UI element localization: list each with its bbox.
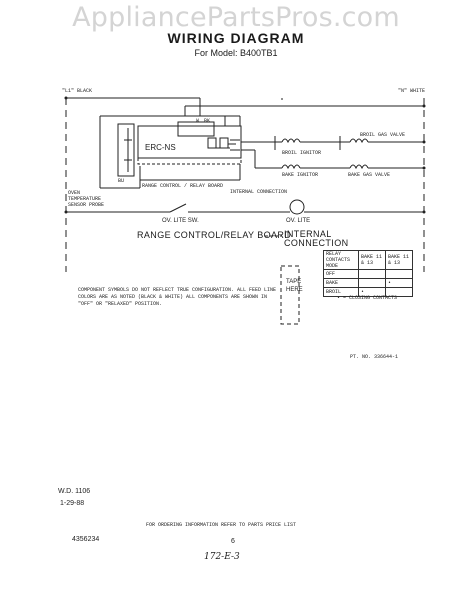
bake-ignitor-label: BAKE IGNITOR	[282, 172, 319, 178]
internal-connection-label: INTERNAL CONNECTION	[284, 229, 349, 248]
table-cell: •	[385, 278, 413, 288]
tape-here-label: TAPE HERE	[286, 279, 303, 293]
table-row: BROIL •	[323, 287, 413, 297]
bu-label: BU	[118, 178, 125, 184]
l1-label: "L1" BLACK	[62, 88, 93, 94]
ov-lite-label: OV. LITE	[286, 218, 311, 224]
tape-here-box	[280, 265, 300, 325]
table-cell	[358, 278, 386, 288]
wd-label: W.D. 1106	[58, 488, 91, 495]
table-header-row: RELAY CONTACTS MODE BAKE 11 & 13 BAKE 11…	[323, 250, 413, 270]
broil-gas-valve-label: BROIL GAS VALVE	[360, 132, 406, 138]
date-label: 1-29-88	[60, 500, 85, 507]
handwritten-code: 172-E-3	[204, 552, 240, 562]
table-cell	[385, 269, 413, 279]
broil-ignitor-coil	[281, 138, 301, 144]
ov-lite-bulb	[289, 199, 305, 215]
ercns-box	[137, 125, 242, 159]
document-number: 4356234	[72, 536, 100, 543]
ordering-info: FOR ORDERING INFORMATION REFER TO PARTS …	[146, 522, 297, 528]
part-number: PT. NO. 336644-1	[350, 354, 399, 360]
ercns-label: ERC-NS	[145, 143, 176, 152]
broil-gas-valve-coil	[349, 138, 369, 144]
table-row: OFF	[323, 269, 413, 279]
ov-lite-sw-label: OV. LITE SW.	[162, 218, 199, 224]
relay-contacts-table: RELAY CONTACTS MODE BAKE 11 & 13 BAKE 11…	[323, 250, 413, 297]
table-header-cell: BAKE 11 & 13	[358, 250, 386, 270]
bake-ignitor-coil	[281, 164, 301, 170]
table-cell	[385, 287, 413, 297]
page-title: WIRING DIAGRAM	[167, 30, 305, 46]
bake-gas-valve-label: BAKE GAS VALVE	[348, 172, 391, 178]
broil-ignitor-label: BROIL IGNITOR	[282, 150, 322, 156]
internal-small-label: INTERNAL CONNECTION	[230, 189, 288, 195]
page-number: 6	[231, 538, 235, 545]
table-cell: OFF	[323, 269, 359, 279]
ov-lite-switch	[169, 203, 187, 213]
watermark: AppliancePartsPros.com	[72, 2, 400, 33]
bake-gas-valve-coil	[349, 164, 369, 170]
oven-temp-label: OVEN TEMPERATURE SENSOR PROBE	[68, 190, 105, 208]
table-cell: BAKE	[323, 278, 359, 288]
n-label: "N" WHITE	[398, 88, 426, 94]
component-note: COMPONENT SYMBOLS DO NOT REFLECT TRUE CO…	[78, 287, 277, 307]
rcb-small-label: RANGE CONTROL / RELAY BOARD	[142, 183, 224, 189]
w-label: W	[196, 118, 200, 124]
table-row: BAKE •	[323, 278, 413, 288]
table-header-cell: RELAY CONTACTS MODE	[323, 250, 359, 270]
table-cell	[358, 269, 386, 279]
table-header-cell: BAKE 11 & 13	[385, 250, 413, 270]
bk-label: BK	[204, 118, 211, 124]
model-label: For Model: B400TB1	[194, 48, 278, 58]
rcb-legend-label: RANGE CONTROL/RELAY BOARD	[137, 230, 292, 240]
closing-contacts-label: • = CLOSING CONTACTS	[337, 295, 398, 301]
